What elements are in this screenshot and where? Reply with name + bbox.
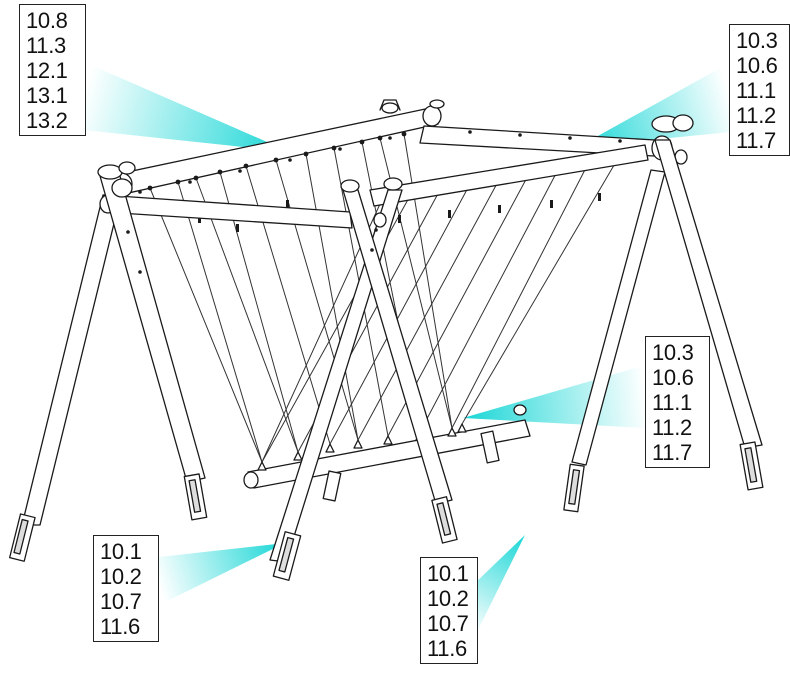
part-number: 13.1 (26, 83, 68, 108)
part-number: 11.2 (652, 415, 692, 440)
part-number: 10.7 (427, 611, 469, 636)
part-number: 11.6 (100, 614, 140, 639)
pointer-wedge-top-right (578, 62, 731, 147)
part-number: 10.2 (427, 586, 469, 611)
pointer-wedge-bottom-mid (473, 535, 525, 640)
part-number: 13.2 (26, 108, 68, 133)
part-callout-top-right: 10.3 10.6 11.1 11.2 11.7 (729, 24, 790, 156)
pointer-wedge-bottom-left (159, 543, 285, 605)
part-number: 10.1 (100, 539, 142, 564)
rear-left-leg (8, 194, 122, 562)
left-front-post (97, 161, 208, 521)
part-number: 10.6 (652, 365, 694, 390)
part-number: 10.8 (26, 8, 68, 33)
part-number: 11.7 (652, 440, 692, 465)
part-number: 11.6 (427, 636, 467, 661)
part-number: 11.1 (652, 390, 692, 415)
part-number: 10.1 (427, 561, 469, 586)
upper-cross-beam (419, 114, 694, 165)
part-number: 10.3 (652, 340, 694, 365)
part-callout-bottom-left: 10.1 10.2 10.7 11.6 (93, 535, 159, 642)
part-callout-top-left: 10.8 11.3 12.1 13.1 13.2 (19, 4, 86, 136)
rear-top-beam (109, 99, 445, 196)
beam-bolts (126, 130, 622, 274)
pointer-wedge-top-left (84, 62, 290, 152)
middle-feet (322, 430, 500, 502)
part-number: 11.7 (736, 128, 776, 153)
right-front-post (654, 139, 764, 491)
part-number: 10.3 (736, 28, 778, 53)
part-number: 11.1 (736, 78, 776, 103)
rear-right-leg (563, 169, 666, 513)
part-number: 11.2 (736, 103, 776, 128)
part-callout-bottom-mid: 10.1 10.2 10.7 11.6 (420, 557, 478, 664)
front-right-beam (369, 144, 649, 207)
pointer-wedge-mid-right (463, 365, 646, 428)
middle-a-frame (269, 177, 458, 581)
part-number: 10.2 (100, 564, 142, 589)
part-number: 10.7 (100, 589, 142, 614)
part-number: 12.1 (26, 58, 68, 83)
part-number: 11.3 (26, 33, 66, 58)
part-number: 10.6 (736, 53, 778, 78)
part-callout-mid-right: 10.3 10.6 11.1 11.2 11.7 (645, 336, 710, 468)
